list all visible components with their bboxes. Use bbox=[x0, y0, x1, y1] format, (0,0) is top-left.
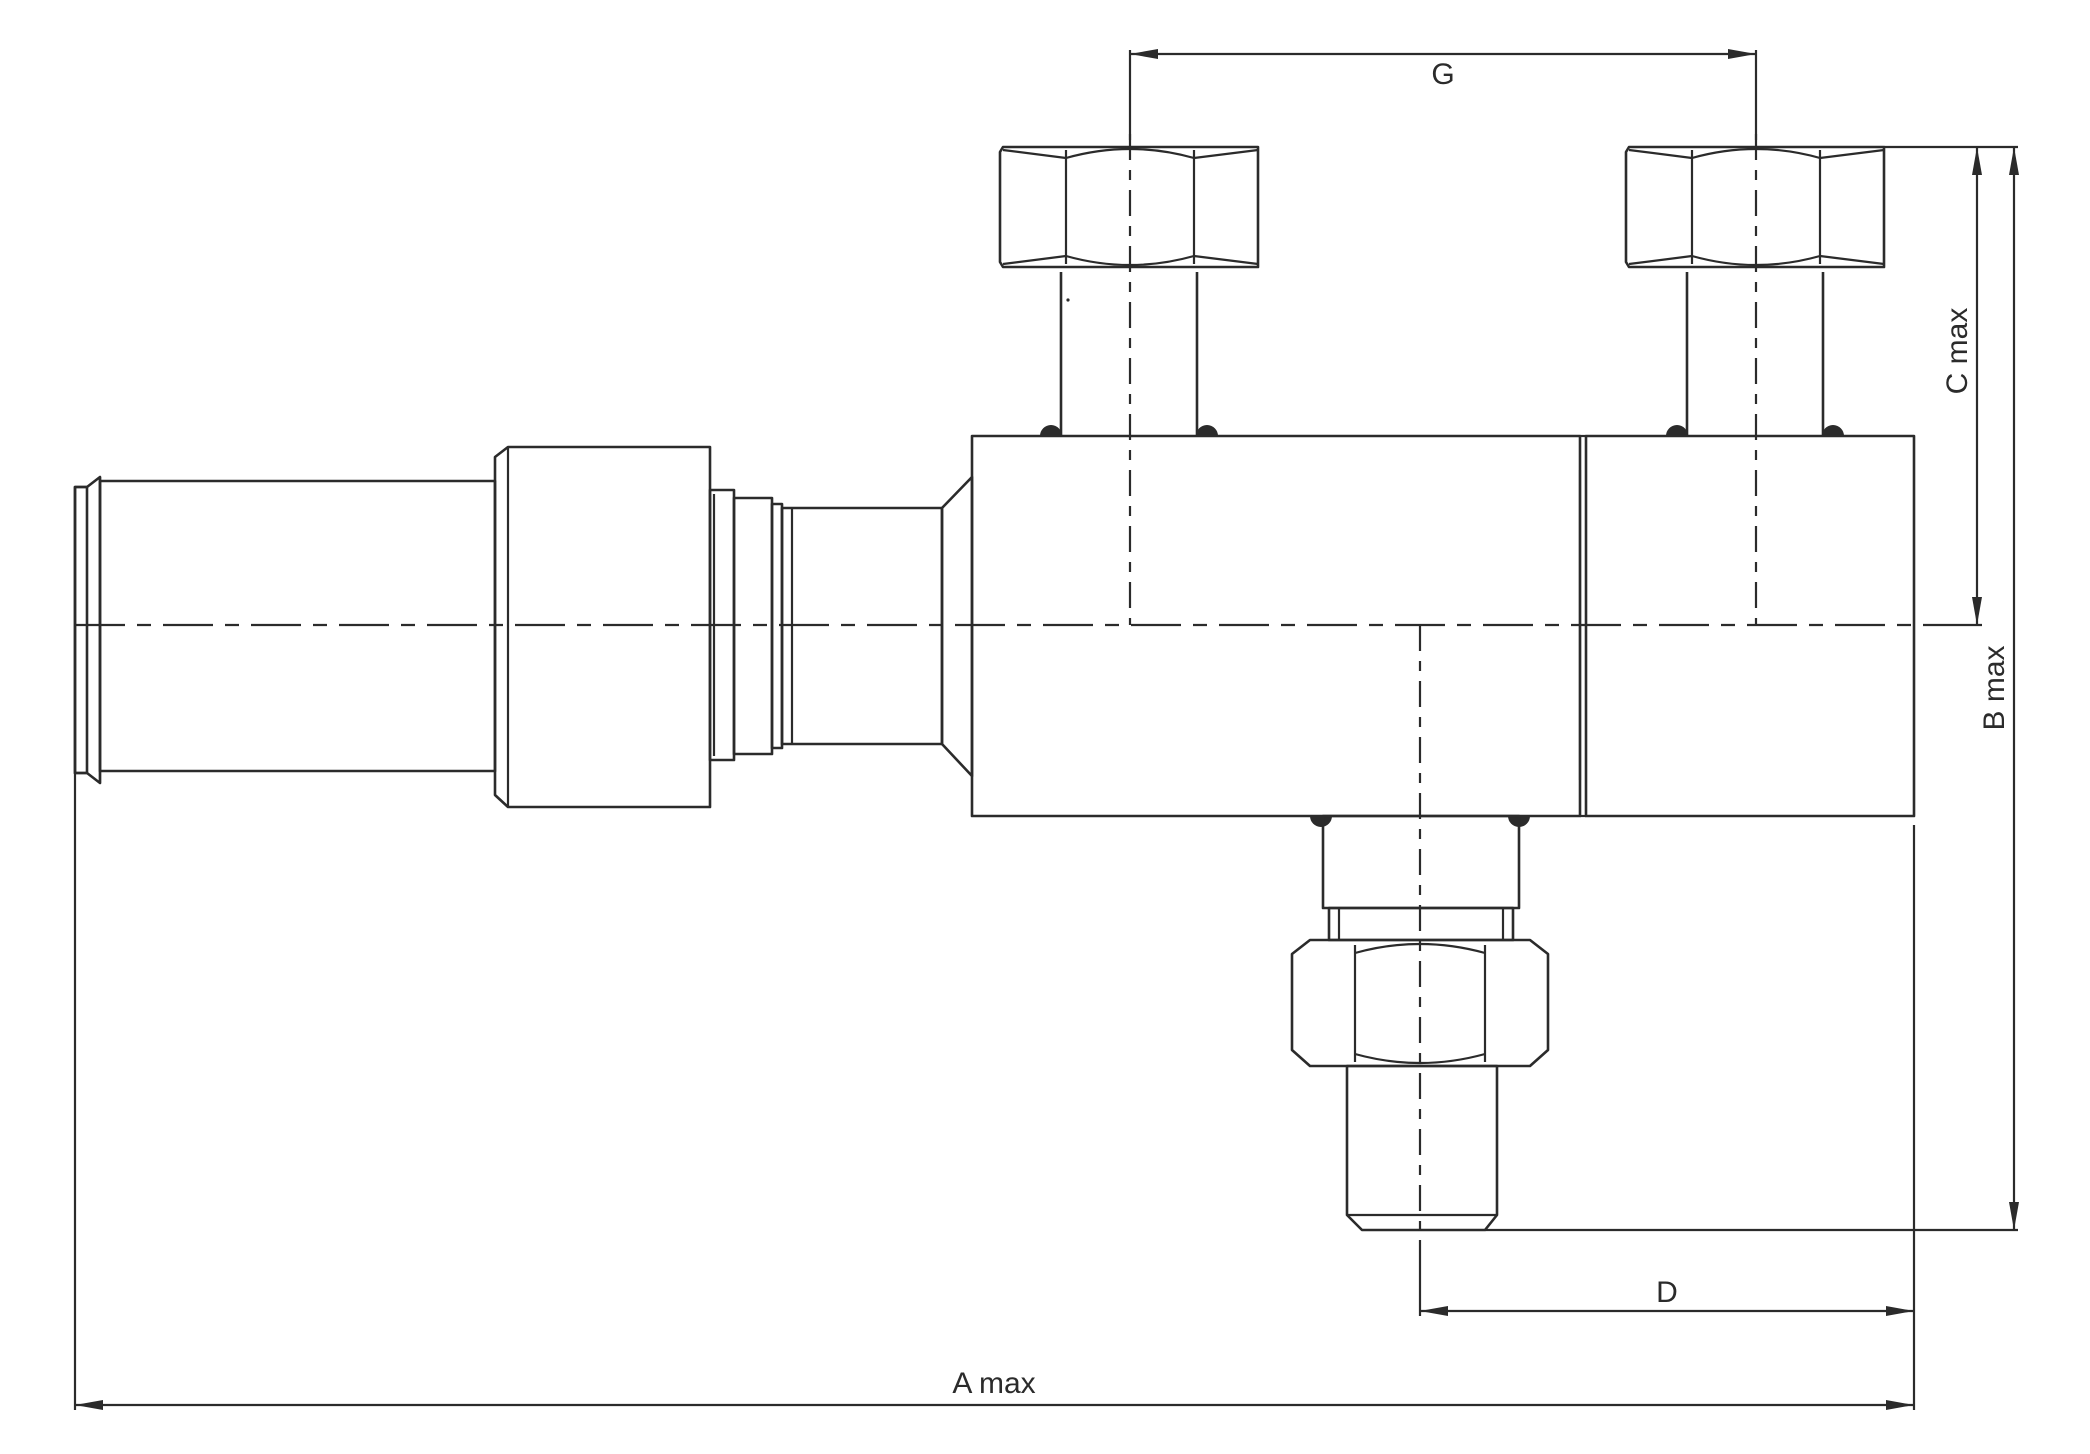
dimension-g-label: G bbox=[1431, 58, 1454, 91]
dimension-a-max: A max bbox=[73, 773, 1914, 1410]
left-threaded-end bbox=[73, 475, 497, 785]
centre-lines bbox=[75, 134, 1925, 1240]
top-left-port bbox=[998, 145, 1260, 436]
dimension-c-max-label: C max bbox=[1941, 308, 1974, 395]
dimension-c-max: C max bbox=[1884, 145, 2018, 627]
dimension-b-max: B max bbox=[1485, 147, 2019, 1232]
dimension-d: D bbox=[1418, 825, 1916, 1410]
union-body bbox=[493, 445, 712, 809]
dimension-b-max-label: B max bbox=[1978, 645, 2011, 730]
dimension-a-max-label: A max bbox=[952, 1367, 1035, 1400]
dimension-d-label: D bbox=[1656, 1276, 1678, 1309]
dimension-g: G bbox=[1128, 49, 1758, 140]
tapered-connector bbox=[780, 475, 974, 778]
